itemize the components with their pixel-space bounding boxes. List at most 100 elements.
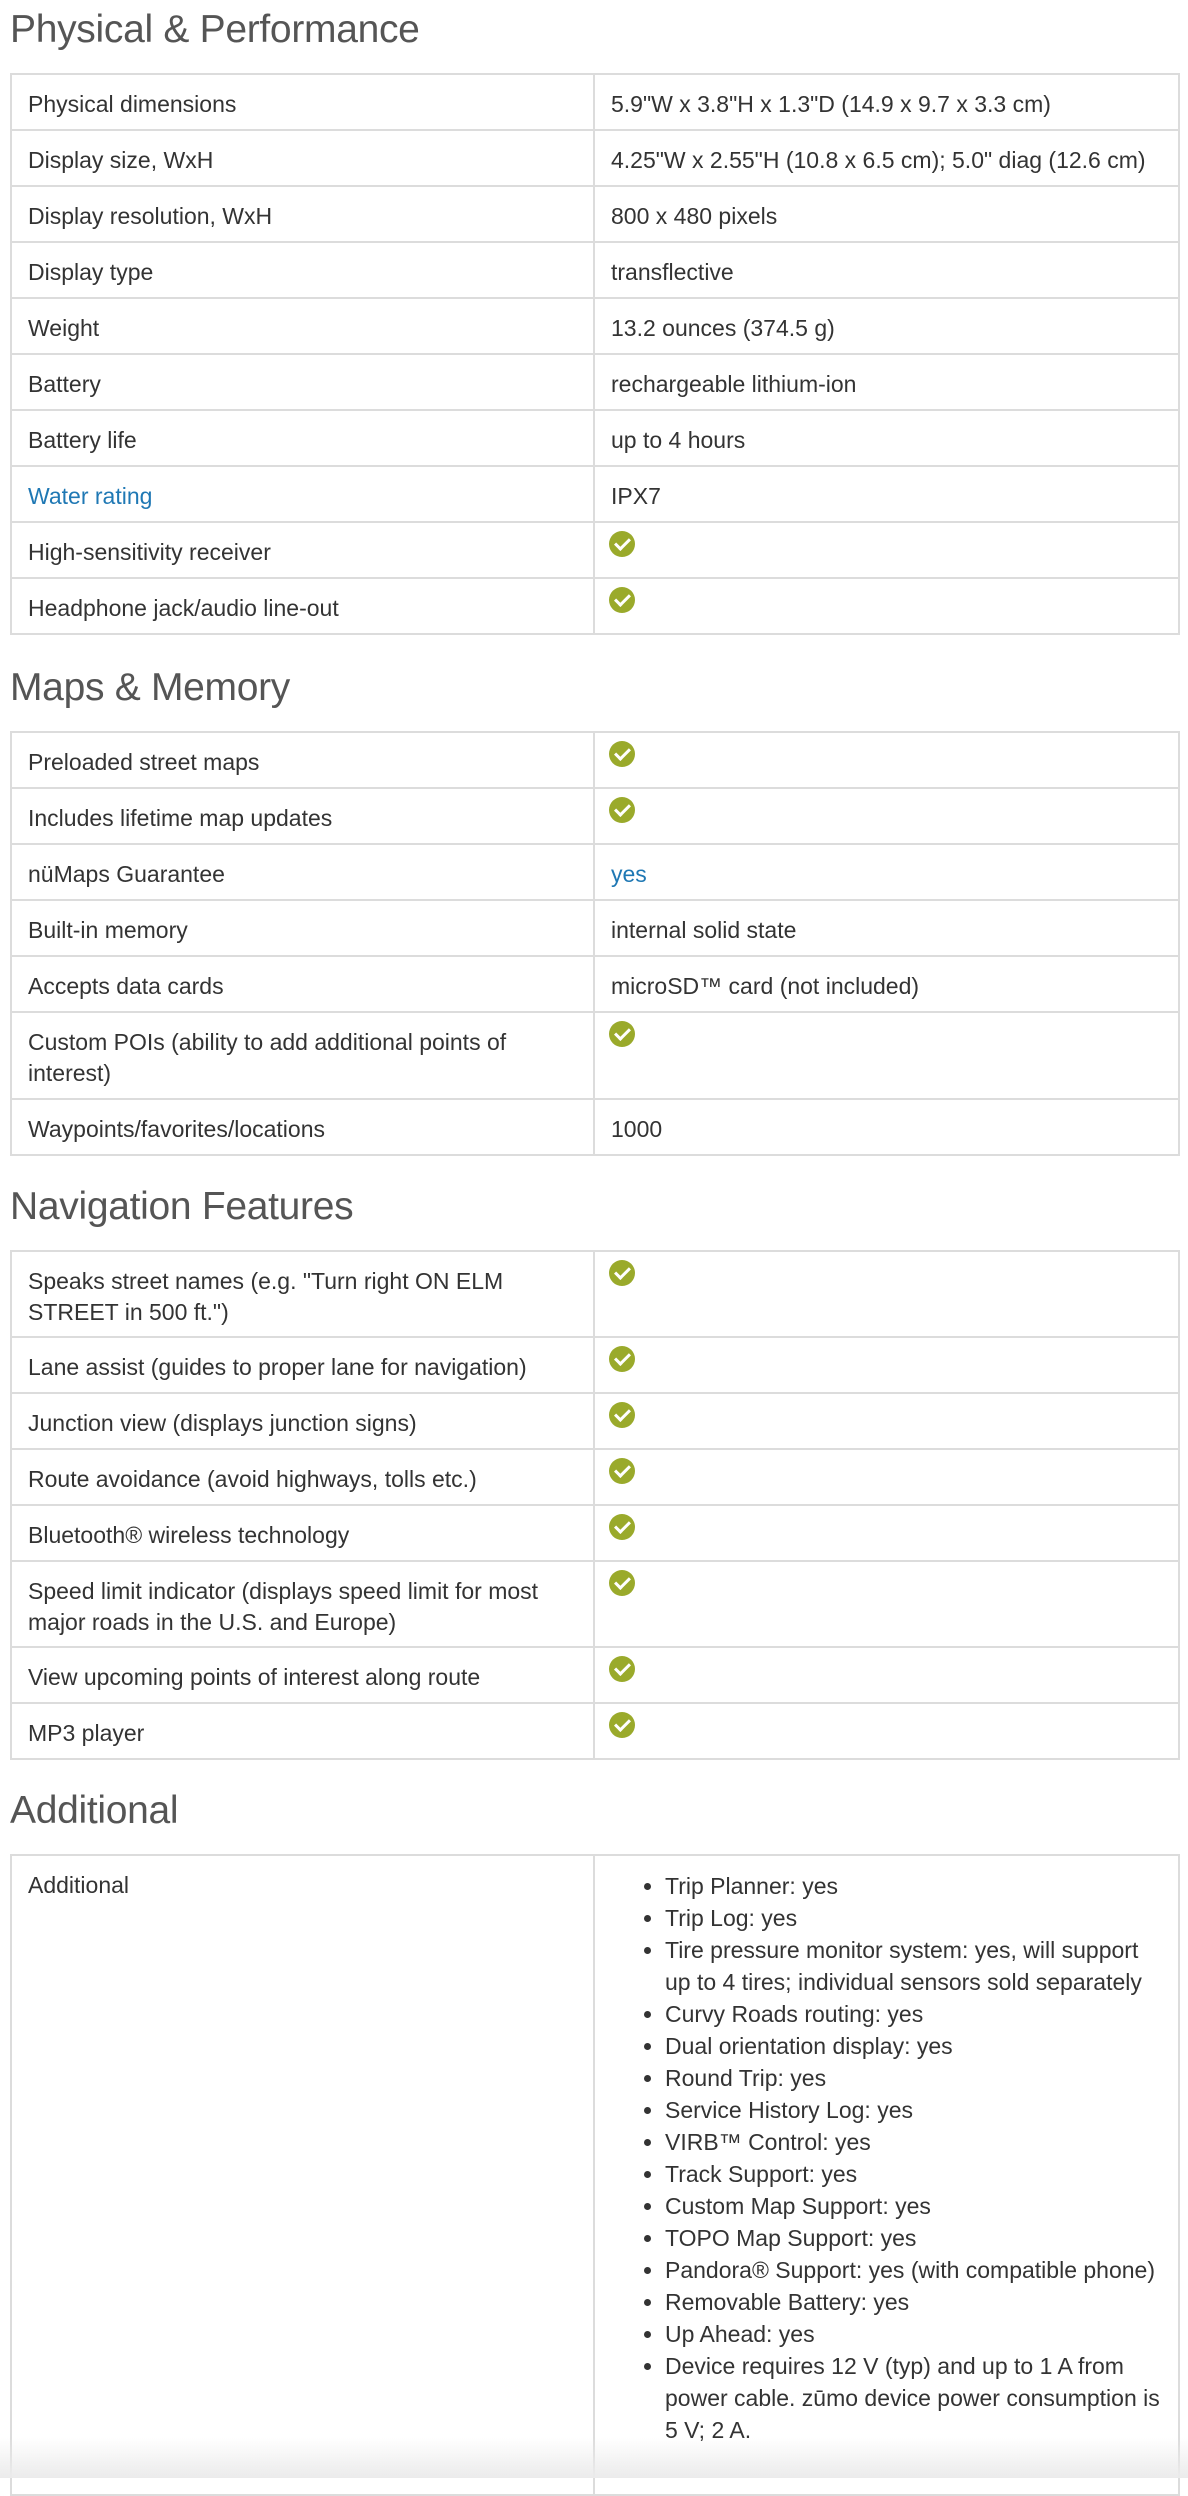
check-icon: [609, 1346, 635, 1372]
list-item: Round Trip: yes: [665, 2062, 1162, 2094]
table-row: Additional Trip Planner: yes Trip Log: y…: [10, 1854, 1180, 2496]
list-item: TOPO Map Support: yes: [665, 2222, 1162, 2254]
list-item: Curvy Roads routing: yes: [665, 1998, 1162, 2030]
table-row: Accepts data cards microSD™ card (not in…: [10, 955, 1180, 1013]
row-label: Junction view (displays junction signs): [10, 1392, 595, 1450]
water-rating-link-cell[interactable]: Water rating: [10, 465, 595, 523]
list-item: Tire pressure monitor system: yes, will …: [665, 1934, 1162, 1998]
check-icon: [609, 797, 635, 823]
table-row: Route avoidance (avoid highways, tolls e…: [10, 1448, 1180, 1506]
spec-table-navigation: Speaks street names (e.g. "Turn right ON…: [10, 1250, 1180, 1760]
check-icon: [609, 1021, 635, 1047]
table-row: High-sensitivity receiver: [10, 521, 1180, 579]
row-value: 800 x 480 pixels: [593, 185, 1180, 243]
row-label: Battery life: [10, 409, 595, 467]
table-row: Lane assist (guides to proper lane for n…: [10, 1336, 1180, 1394]
row-label: Accepts data cards: [10, 955, 595, 1013]
table-row: Preloaded street maps: [10, 731, 1180, 789]
table-row: Display type transflective: [10, 241, 1180, 299]
row-label: Includes lifetime map updates: [10, 787, 595, 845]
row-value: Trip Planner: yes Trip Log: yes Tire pre…: [593, 1854, 1180, 2496]
row-value: [593, 1011, 1180, 1100]
row-value: [593, 731, 1180, 789]
table-row: Headphone jack/audio line-out: [10, 577, 1180, 635]
row-label: Speed limit indicator (displays speed li…: [10, 1560, 595, 1648]
row-value: internal solid state: [593, 899, 1180, 957]
additional-features-list: Trip Planner: yes Trip Log: yes Tire pre…: [611, 1870, 1162, 2446]
row-label: Custom POIs (ability to add additional p…: [10, 1011, 595, 1100]
table-row: Speed limit indicator (displays speed li…: [10, 1560, 1180, 1648]
spec-table-physical: Physical dimensions 5.9"W x 3.8"H x 1.3"…: [10, 73, 1180, 635]
row-value: [593, 1250, 1180, 1338]
row-label: Physical dimensions: [10, 73, 595, 131]
row-value: [593, 577, 1180, 635]
list-item: Dual orientation display: yes: [665, 2030, 1162, 2062]
check-icon: [609, 1260, 635, 1286]
check-icon: [609, 1656, 635, 1682]
row-label: Additional: [10, 1854, 595, 2496]
table-row: Physical dimensions 5.9"W x 3.8"H x 1.3"…: [10, 73, 1180, 131]
row-value: 13.2 ounces (374.5 g): [593, 297, 1180, 355]
check-icon: [609, 1514, 635, 1540]
row-label: nüMaps Guarantee: [10, 843, 595, 901]
row-value: [593, 1646, 1180, 1704]
row-label: Bluetooth® wireless technology: [10, 1504, 595, 1562]
list-item: Up Ahead: yes: [665, 2318, 1162, 2350]
section-title-maps: Maps & Memory: [10, 666, 290, 709]
table-row: Junction view (displays junction signs): [10, 1392, 1180, 1450]
table-row: View upcoming points of interest along r…: [10, 1646, 1180, 1704]
spec-table-additional: Additional Trip Planner: yes Trip Log: y…: [10, 1854, 1180, 2496]
row-value: [593, 1702, 1180, 1760]
bottom-fade: [0, 2438, 1188, 2478]
table-row: Battery rechargeable lithium-ion: [10, 353, 1180, 411]
row-label: Headphone jack/audio line-out: [10, 577, 595, 635]
check-icon: [609, 1458, 635, 1484]
row-value: [593, 1504, 1180, 1562]
row-value: 5.9"W x 3.8"H x 1.3"D (14.9 x 9.7 x 3.3 …: [593, 73, 1180, 131]
row-value: 1000: [593, 1098, 1180, 1156]
section-title-additional: Additional: [10, 1789, 179, 1832]
row-label: Display size, WxH: [10, 129, 595, 187]
table-row: Water rating IPX7: [10, 465, 1180, 523]
list-item: Trip Planner: yes: [665, 1870, 1162, 1902]
list-item: Removable Battery: yes: [665, 2286, 1162, 2318]
check-icon: [609, 1712, 635, 1738]
row-value: up to 4 hours: [593, 409, 1180, 467]
row-label: Display type: [10, 241, 595, 299]
numaps-yes-link-cell[interactable]: yes: [593, 843, 1180, 901]
table-row: Custom POIs (ability to add additional p…: [10, 1011, 1180, 1100]
check-icon: [609, 531, 635, 557]
row-value: microSD™ card (not included): [593, 955, 1180, 1013]
row-label: Weight: [10, 297, 595, 355]
row-label: Lane assist (guides to proper lane for n…: [10, 1336, 595, 1394]
list-item: Device requires 12 V (typ) and up to 1 A…: [665, 2350, 1162, 2446]
row-label: Preloaded street maps: [10, 731, 595, 789]
check-icon: [609, 741, 635, 767]
list-item: Trip Log: yes: [665, 1902, 1162, 1934]
section-title-physical: Physical & Performance: [10, 8, 420, 51]
row-value: [593, 1336, 1180, 1394]
row-label: High-sensitivity receiver: [10, 521, 595, 579]
table-row: Weight 13.2 ounces (374.5 g): [10, 297, 1180, 355]
list-item: Track Support: yes: [665, 2158, 1162, 2190]
list-item: Custom Map Support: yes: [665, 2190, 1162, 2222]
row-label: Battery: [10, 353, 595, 411]
table-row: Waypoints/favorites/locations 1000: [10, 1098, 1180, 1156]
table-row: Bluetooth® wireless technology: [10, 1504, 1180, 1562]
list-item: Service History Log: yes: [665, 2094, 1162, 2126]
numaps-yes-link[interactable]: yes: [611, 861, 647, 887]
row-value: rechargeable lithium-ion: [593, 353, 1180, 411]
table-row: Display resolution, WxH 800 x 480 pixels: [10, 185, 1180, 243]
row-value: IPX7: [593, 465, 1180, 523]
row-label: Speaks street names (e.g. "Turn right ON…: [10, 1250, 595, 1338]
check-icon: [609, 1570, 635, 1596]
table-row: Speaks street names (e.g. "Turn right ON…: [10, 1250, 1180, 1338]
row-label: Route avoidance (avoid highways, tolls e…: [10, 1448, 595, 1506]
row-value: 4.25"W x 2.55"H (10.8 x 6.5 cm); 5.0" di…: [593, 129, 1180, 187]
list-item: VIRB™ Control: yes: [665, 2126, 1162, 2158]
row-label: View upcoming points of interest along r…: [10, 1646, 595, 1704]
water-rating-link[interactable]: Water rating: [28, 483, 153, 509]
check-icon: [609, 587, 635, 613]
row-label: Display resolution, WxH: [10, 185, 595, 243]
row-value: [593, 1392, 1180, 1450]
